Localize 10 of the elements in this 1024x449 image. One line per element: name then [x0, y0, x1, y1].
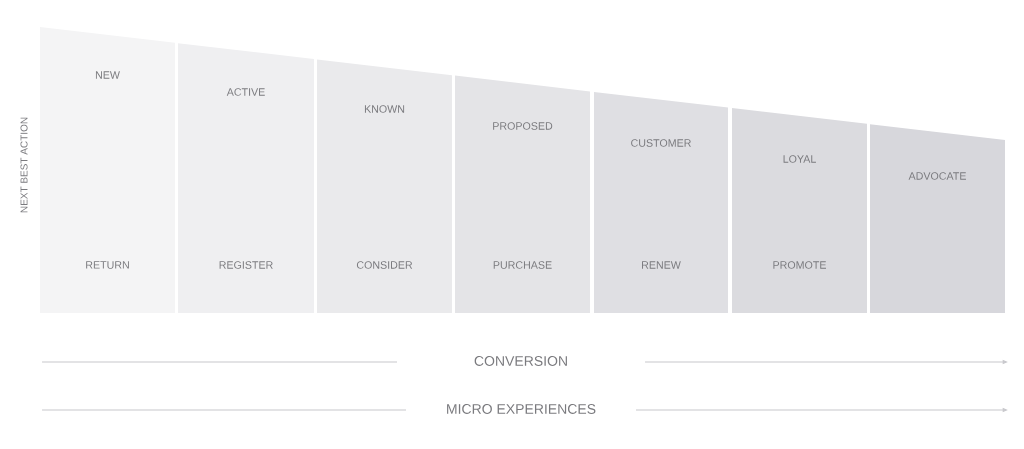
- stage-column: KNOWN CONSIDER: [317, 59, 452, 313]
- axis-label: NEXT BEST ACTION: [20, 117, 28, 213]
- stage-column: CUSTOMER RENEW: [594, 91, 728, 313]
- stage-column: PROPOSED PURCHASE: [455, 75, 590, 313]
- stage-column: LOYAL PROMOTE: [732, 108, 867, 313]
- stage-column: ACTIVE REGISTER: [178, 43, 314, 313]
- stage-column: ADVOCATE: [870, 124, 1005, 313]
- stage-column: NEW RETURN: [40, 27, 175, 313]
- flow-label: MICRO EXPERIENCES: [447, 404, 596, 414]
- flow-label: CONVERSION: [474, 356, 567, 366]
